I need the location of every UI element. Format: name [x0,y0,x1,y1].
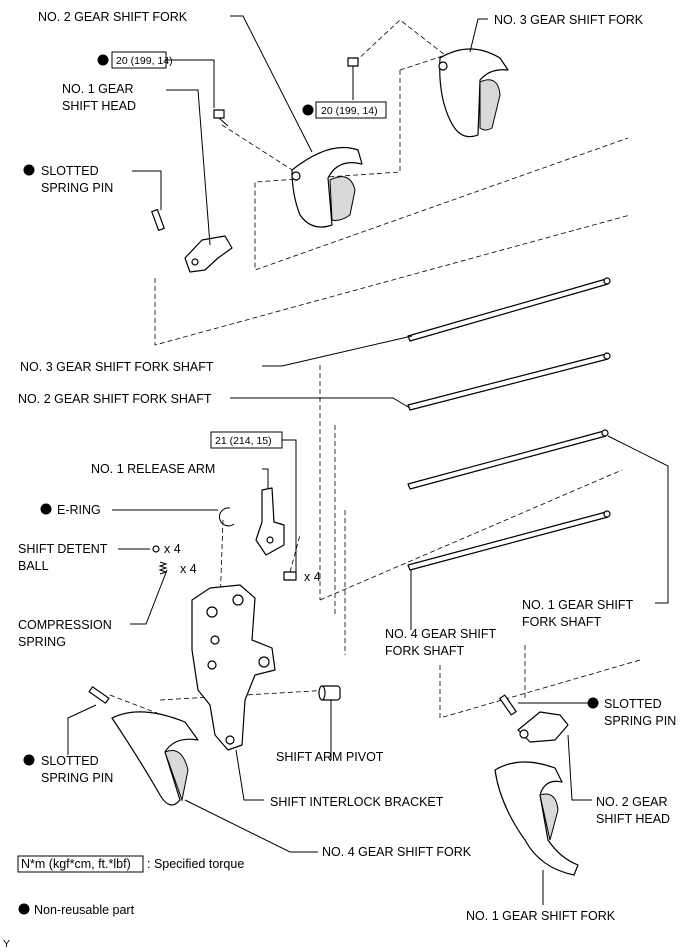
torque-value: 20 (199, 14) [116,55,173,67]
no2-gear-shift-fork-shaft-part [407,352,611,411]
label-slotted-spring-pin-line2: SPRING PIN [41,181,113,195]
shift-interlock-bracket-part [191,584,276,751]
label-no2-gear-shift-fork-shaft: NO. 2 GEAR SHIFT FORK SHAFT [18,392,212,406]
e-ring-part [219,507,235,527]
label-shift-interlock-bracket: SHIFT INTERLOCK BRACKET [270,795,444,809]
non-reusable-marker [97,54,109,66]
label-no1-gear-shift-fork-shaft-line2: FORK SHAFT [522,615,602,629]
label-quantity: x 4 [180,562,197,576]
non-reusable-marker [587,697,599,709]
non-reusable-marker [23,754,35,766]
footer-mark: Y [3,938,10,950]
label-no2-gear-shift-head-line1: NO. 2 GEAR [596,795,668,809]
torque-box [315,101,387,119]
compression-spring-part [158,561,168,575]
label-shift-detent-ball-line2: BALL [18,559,49,573]
label-no1-gear-shift-fork-shaft-line1: NO. 1 GEAR SHIFT [522,598,633,612]
torque-box [210,431,283,449]
legend-torque-description: : Specified torque [147,857,244,871]
legend-torque-box [17,855,144,873]
label-no1-gear-shift-head-line1: NO. 1 GEAR [62,82,134,96]
no2-gear-shift-fork-part [291,146,363,228]
legend-non-reusable-marker [18,903,30,915]
no4-gear-shift-fork-part [111,711,199,806]
torque-value: 20 (199, 14) [321,105,378,117]
label-no3-gear-shift-fork-shaft: NO. 3 GEAR SHIFT FORK SHAFT [20,360,214,374]
label-no4-gear-shift-fork-shaft-line1: NO. 4 GEAR SHIFT [385,627,496,641]
no3-gear-shift-fork-part [438,48,509,138]
leader-lines [67,15,669,905]
non-reusable-marker [302,104,314,116]
label-no1-gear-shift-head-line2: SHIFT HEAD [62,99,136,113]
torque-value: 21 (214, 15) [215,435,272,447]
legend-torque-units: N*m (kgf*cm, ft.*lbf) [21,857,131,871]
label-no4-gear-shift-fork-shaft-line2: FORK SHAFT [385,644,465,658]
label-no2-gear-shift-fork: NO. 2 GEAR SHIFT FORK [38,10,188,24]
bolt-part [213,109,229,127]
non-reusable-marker [23,164,35,176]
bolt-part [347,57,359,78]
label-shift-detent-ball-line1: SHIFT DETENT [18,542,108,556]
slotted-spring-pin-part [88,686,110,704]
label-no1-gear-shift-fork: NO. 1 GEAR SHIFT FORK [466,909,616,923]
assembly-guide-lines [109,19,641,719]
no1-gear-shift-fork-part [494,761,579,876]
no4-gear-shift-fork-shaft-part [407,510,611,571]
no1-gear-shift-head-part [184,235,233,273]
legend-non-reusable-text: Non-reusable part [34,903,135,917]
shift-detent-ball-part [152,545,160,553]
label-compression-spring-line1: COMPRESSION [18,618,112,632]
label-no2-gear-shift-head-line2: SHIFT HEAD [596,812,670,826]
label-slotted-spring-pin-line1: SLOTTED [604,697,662,711]
label-quantity: x 4 [304,570,321,584]
non-reusable-marker [40,503,52,515]
no1-release-arm-part [255,487,285,556]
label-no4-gear-shift-fork: NO. 4 GEAR SHIFT FORK [322,845,472,859]
label-e-ring: E-RING [57,503,101,517]
label-slotted-spring-pin-line2: SPRING PIN [41,771,113,785]
label-compression-spring-line2: SPRING [18,635,66,649]
label-shift-arm-pivot: SHIFT ARM PIVOT [276,750,384,764]
no2-gear-shift-head-part [517,711,569,743]
slotted-spring-pin-part [499,694,517,716]
shift-arm-pivot-part [318,685,341,701]
bolt-part [283,571,297,581]
no3-gear-shift-fork-shaft-part [407,277,611,342]
torque-box [111,51,167,69]
slotted-spring-pin-part [151,208,165,232]
label-slotted-spring-pin-line1: SLOTTED [41,754,99,768]
label-no1-release-arm: NO. 1 RELEASE ARM [91,462,215,476]
label-quantity: x 4 [164,542,181,556]
label-slotted-spring-pin-line1: SLOTTED [41,164,99,178]
no1-gear-shift-fork-shaft-part [407,429,609,490]
label-slotted-spring-pin-line2: SPRING PIN [604,714,676,728]
label-no3-gear-shift-fork: NO. 3 GEAR SHIFT FORK [494,13,644,27]
